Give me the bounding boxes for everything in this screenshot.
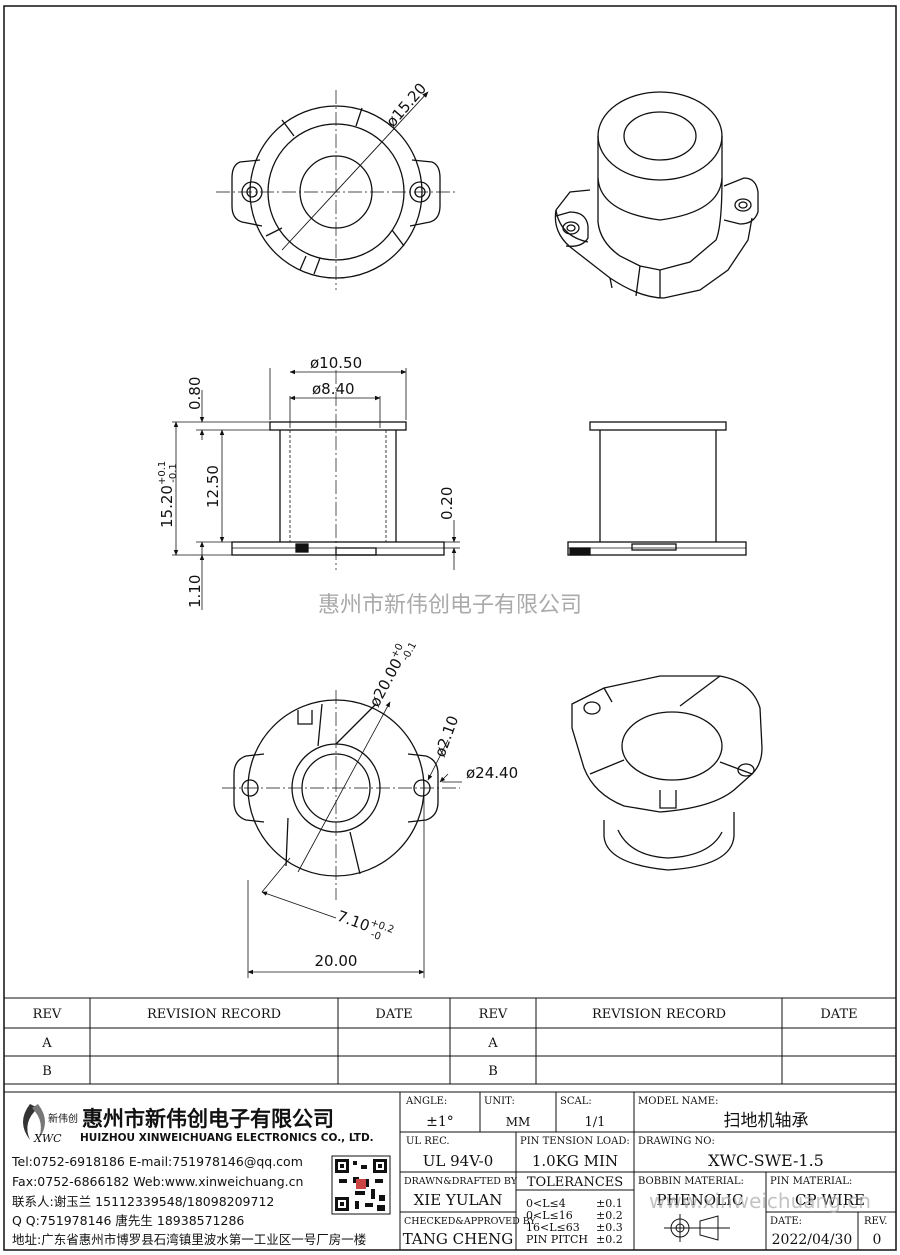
angle-value: ±1° [426, 1114, 454, 1130]
revision-table [3, 997, 897, 1085]
date-value: 2022/04/30 [772, 1232, 853, 1248]
rev-row-b-left: B [42, 1064, 52, 1079]
dim-inner-dia: ø8.40 [312, 380, 355, 398]
pin-material-value: CP WIRE [795, 1191, 865, 1209]
rev-label: REV. [864, 1216, 887, 1227]
model-label: MODEL NAME: [638, 1096, 718, 1107]
rev-header-date-right: DATE [820, 1007, 857, 1022]
drawing-no-value: XWC-SWE-1.5 [708, 1151, 824, 1170]
ul-value: UL 94V-0 [423, 1152, 494, 1170]
company-address: 地址:广东省惠州市博罗县石湾镇里波水第一工业区一号厂房一楼 [12, 1232, 366, 1247]
tol-range-2: 16<L≤63 [526, 1221, 580, 1234]
bottom-view [222, 690, 462, 978]
dim-base-dia: ø20.00+0-0.1 [365, 635, 419, 711]
company-name-cn: 惠州市新伟创电子有限公司 [82, 1107, 334, 1131]
side-view-2 [567, 421, 747, 556]
pin-tension-value: 1.0KG MIN [532, 1152, 618, 1170]
qr-code [331, 1155, 391, 1215]
dim-flange-thk: 0.80 [186, 377, 204, 410]
title-block [3, 1091, 897, 1251]
pin-material-label: PIN MATERIAL: [770, 1176, 852, 1187]
company-logo: 新伟创 XWC [23, 1104, 78, 1145]
unit-value: MM [506, 1115, 531, 1129]
rev-row-a-right: A [487, 1036, 498, 1051]
tol-range-3: PIN PITCH [526, 1233, 588, 1246]
angle-label: ANGLE: [405, 1096, 447, 1107]
dim-total-height: 15.20+0.1-0.1 [157, 461, 179, 528]
svg-text:XWC: XWC [33, 1132, 62, 1145]
rev-row-b-right: B [488, 1064, 498, 1079]
dim-ear-span: ø24.40 [466, 764, 518, 782]
dim-hole-dia: ø2.10 [431, 713, 462, 759]
website-watermark: www.xinweichuang.cn [649, 1189, 871, 1213]
rev-row-a-left: A [41, 1036, 52, 1051]
top-view [216, 90, 458, 290]
rev-header-record-left: REVISION RECORD [147, 1007, 281, 1022]
drawing-no-label: DRAWING NO: [638, 1136, 715, 1147]
tolerances-label: TOLERANCES [527, 1175, 623, 1190]
rev-header-record-right: REVISION RECORD [592, 1007, 726, 1022]
tol-range-1: 0<L≤16 [526, 1209, 573, 1222]
dim-flange-dia: ø10.50 [310, 354, 362, 372]
date-label: DATE: [770, 1216, 802, 1227]
iso-view-top [554, 91, 759, 299]
rev-value: 0 [873, 1232, 882, 1248]
company-qq: Q Q:751978146 唐先生 18938571286 [12, 1213, 244, 1228]
drawn-value: XIE YULAN [414, 1191, 503, 1209]
company-tel: Tel:0752-6918186 E-mail:751978146@qq.com [11, 1154, 303, 1169]
company-fax: Fax:0752-6866182 Web:www.xinweichuang.cn [12, 1174, 303, 1189]
unit-label: UNIT: [484, 1096, 515, 1107]
drawn-label: DRAWN&DRAFTED BY [404, 1176, 518, 1187]
company-contact: 联系人:谢玉兰 15112339548/18098209712 [12, 1194, 274, 1209]
rev-header-rev-right: REV [479, 1007, 508, 1022]
pin-tension-label: PIN TENSION LOAD: [520, 1136, 630, 1147]
dim-width: 20.00 [315, 952, 358, 970]
model-value: 扫地机轴承 [724, 1111, 809, 1131]
dim-base-thk: 1.10 [186, 575, 204, 608]
rev-header-rev-left: REV [33, 1007, 62, 1022]
checked-label: CHECKED&APPROVED BY [404, 1216, 537, 1227]
company-name-en: HUIZHOU XINWEICHUANG ELECTRONICS CO., LT… [80, 1132, 374, 1144]
watermark-company: 惠州市新伟创电子有限公司 [318, 593, 582, 618]
dim-winding-height: 12.50 [204, 465, 222, 508]
iso-view-bottom [571, 675, 763, 871]
bobbin-material-label: BOBBIN MATERIAL: [638, 1176, 744, 1187]
tol-value-2: ±0.3 [596, 1221, 623, 1234]
projection-symbol-icon [664, 1214, 730, 1242]
bobbin-material-value: PHENOLIC [657, 1191, 744, 1209]
tol-value-3: ±0.2 [596, 1233, 623, 1246]
dim-slot-width: 7.10+0.2-0 [334, 906, 396, 946]
tol-range-0: 0<L≤4 [526, 1197, 566, 1210]
dim-gap: 0.20 [438, 487, 456, 520]
ul-label: UL REC. [406, 1136, 450, 1147]
scale-value: 1/1 [585, 1115, 606, 1130]
tol-value-1: ±0.2 [596, 1209, 623, 1222]
rev-header-date-left: DATE [375, 1007, 412, 1022]
side-view [172, 368, 460, 610]
dim-outer-dia: ø15.20 [382, 79, 430, 130]
tol-value-0: ±0.1 [596, 1197, 623, 1210]
scale-label: SCAL: [560, 1096, 592, 1107]
svg-text:新伟创: 新伟创 [48, 1112, 78, 1125]
checked-value: TANG CHENG [403, 1230, 514, 1248]
